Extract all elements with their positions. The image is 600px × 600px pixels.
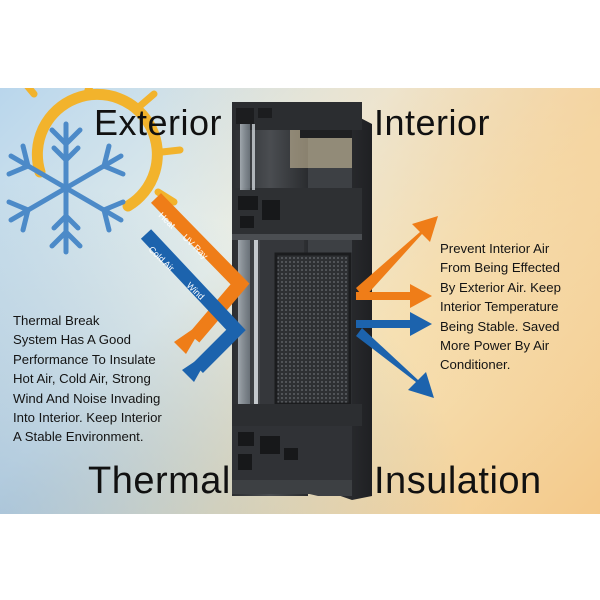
description-line: Hot Air, Cold Air, Strong xyxy=(13,371,151,387)
heading-interior: Interior xyxy=(374,102,491,143)
description-line: Into Interior. Keep Interior xyxy=(13,410,162,426)
window-frame-section xyxy=(232,102,372,500)
interior-benefit-description: Prevent Interior Air From Being Effected… xyxy=(440,239,600,375)
description-line: More Power By Air xyxy=(440,338,550,354)
interior-orange-arrows xyxy=(356,216,438,308)
cold-wind-arrow xyxy=(140,229,246,382)
description-line: Conditioner. xyxy=(440,357,511,373)
illustration-layer: Heat UV Ray Cold Air Wind xyxy=(6,88,438,500)
description-line: Wind And Noise Invading xyxy=(13,390,161,406)
description-line: System Has A Good xyxy=(13,332,132,348)
heading-insulation: Insulation xyxy=(374,460,542,502)
thermal-break-description: Thermal Break System Has A Good Performa… xyxy=(13,311,213,447)
description-line: By Exterior Air. Keep xyxy=(440,279,561,295)
heat-uv-arrow xyxy=(150,193,250,354)
description-line: A Stable Environment. xyxy=(13,429,144,445)
heading-exterior: Exterior xyxy=(94,102,223,143)
description-line: From Being Effected xyxy=(440,260,560,276)
interior-blue-arrows xyxy=(356,312,434,398)
description-line: Performance To Insulate xyxy=(13,351,156,367)
infographic-banner: Heat UV Ray Cold Air Wind Exterior Inter… xyxy=(0,88,600,514)
heading-thermal: Thermal xyxy=(88,460,231,502)
description-line: Being Stable. Saved xyxy=(440,318,560,334)
description-line: Interior Temperature xyxy=(440,299,559,315)
description-line: Thermal Break xyxy=(13,313,100,328)
snowflake-icon xyxy=(6,121,126,255)
description-line: Prevent Interior Air xyxy=(440,241,550,256)
